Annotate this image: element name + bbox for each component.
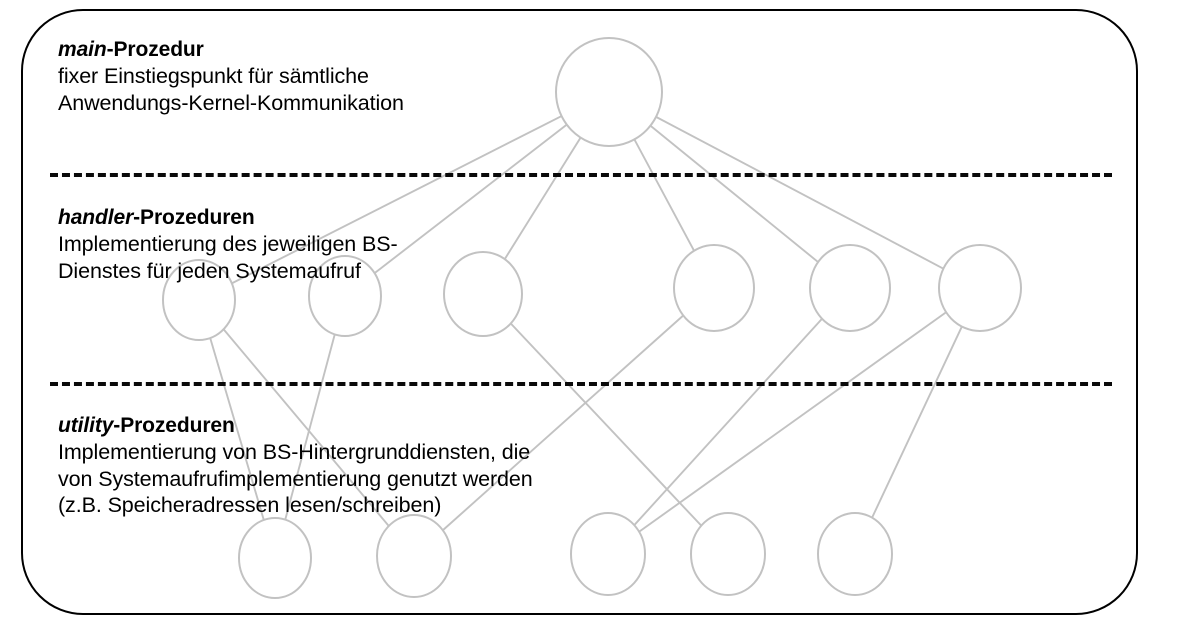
node-handler-3[interactable] (443, 251, 523, 337)
section-utility-heading-emph: utility (58, 414, 114, 437)
section-handler-body: Implementierung des jeweiligen BS- Diens… (58, 231, 398, 284)
edges-group (209, 115, 963, 533)
edge-main-1-to-handler-1 (231, 115, 562, 285)
section-main-body: fixer Einstiegspunkt für sämtliche Anwen… (58, 63, 404, 116)
edge-handler-1-to-utility-1 (209, 337, 265, 521)
divider-handler-utility (50, 382, 1112, 386)
node-main-1[interactable] (555, 37, 663, 147)
section-utility-line-2: von Systemaufrufimplementierung genutzt … (58, 466, 533, 491)
divider-main-handler (50, 173, 1112, 177)
edge-main-1-to-handler-6 (655, 116, 944, 270)
node-utility-5[interactable] (817, 512, 893, 596)
node-utility-2[interactable] (376, 514, 452, 598)
section-main: main-Prozedur fixer Einstiegspunkt für s… (58, 37, 404, 116)
edge-handler-1-to-utility-2 (222, 328, 390, 527)
node-handler-2[interactable] (308, 255, 382, 337)
rounded-frame-border (21, 9, 1138, 615)
section-main-heading-rest: -Prozedur (106, 38, 204, 61)
edge-handler-6-to-utility-5 (871, 326, 963, 519)
node-utility-4[interactable] (690, 512, 766, 596)
section-handler-heading: handler-Prozeduren (58, 205, 398, 231)
edge-handler-5-to-utility-3 (633, 318, 823, 526)
edge-handler-6-to-utility-3 (638, 311, 947, 533)
edge-main-1-to-handler-2 (373, 123, 568, 274)
section-handler: handler-Prozeduren Implementierung des j… (58, 205, 398, 284)
section-utility-line-1: Implementierung von BS-Hintergrunddienst… (58, 440, 531, 465)
edge-handler-3-to-utility-4 (510, 322, 702, 527)
section-handler-heading-rest: -Prozeduren (133, 206, 255, 229)
section-utility-heading: utility-Prozeduren (58, 413, 533, 439)
section-utility-body: Implementierung von BS-Hintergrunddienst… (58, 439, 533, 519)
node-handler-5[interactable] (809, 244, 891, 332)
node-utility-3[interactable] (570, 512, 646, 596)
edge-main-1-to-handler-4 (633, 138, 695, 252)
edge-main-1-to-handler-3 (503, 137, 582, 260)
node-utility-1[interactable] (238, 517, 312, 599)
section-utility: utility-Prozeduren Implementierung von B… (58, 413, 533, 519)
edge-main-1-to-handler-5 (649, 124, 819, 263)
section-utility-heading-rest: -Prozeduren (113, 414, 235, 437)
section-main-heading: main-Prozedur (58, 37, 404, 63)
node-handler-1[interactable] (162, 259, 236, 341)
edge-handler-2-to-utility-1 (284, 334, 336, 520)
section-handler-line-2: Dienstes für jeden Systemaufruf (58, 258, 361, 283)
node-handler-6[interactable] (938, 244, 1022, 332)
section-main-heading-emph: main (58, 38, 107, 61)
section-handler-line-1: Implementierung des jeweiligen BS- (58, 232, 398, 257)
edge-handler-4-to-utility-2 (442, 314, 684, 531)
section-handler-heading-emph: handler (58, 206, 134, 229)
section-main-line-2: Anwendungs-Kernel-Kommunikation (58, 90, 404, 115)
nodes-group (162, 37, 1022, 599)
node-handler-4[interactable] (673, 244, 755, 332)
section-utility-line-3: (z.B. Speicheradressen lesen/schreiben) (58, 493, 442, 518)
section-main-line-1: fixer Einstiegspunkt für sämtliche (58, 64, 369, 89)
